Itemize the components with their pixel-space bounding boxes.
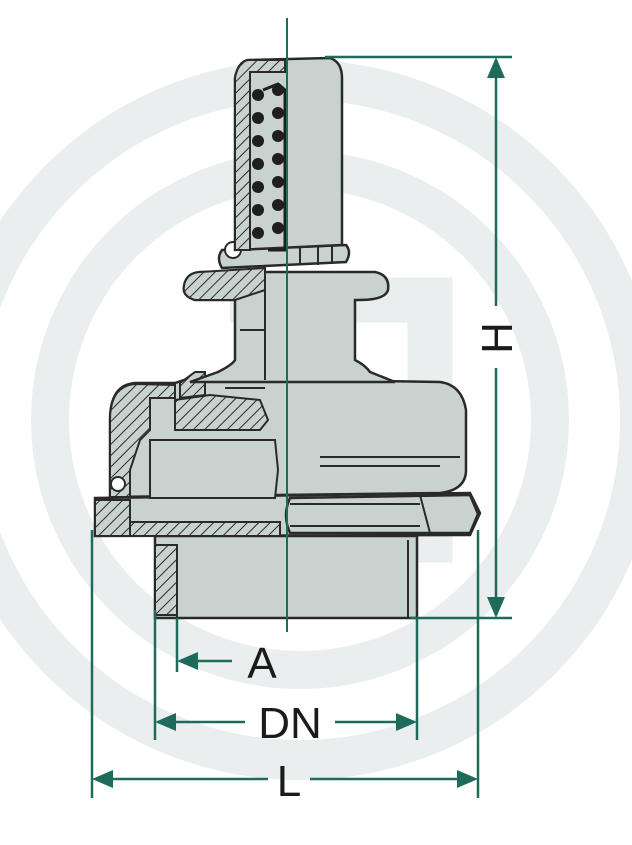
dimension-h xyxy=(325,55,512,620)
dimension-l-label: L xyxy=(277,757,301,806)
dimension-l xyxy=(90,530,480,798)
stem-collar xyxy=(217,241,351,270)
dimension-dn xyxy=(153,610,419,740)
dimension-dn-label: DN xyxy=(258,699,322,748)
spring-coils xyxy=(252,84,284,239)
valve-cap xyxy=(233,56,344,252)
valve-neck xyxy=(182,266,396,384)
dimension-h-label: H xyxy=(473,322,522,354)
dimension-a-label: A xyxy=(247,639,277,688)
dimension-a xyxy=(175,618,232,672)
